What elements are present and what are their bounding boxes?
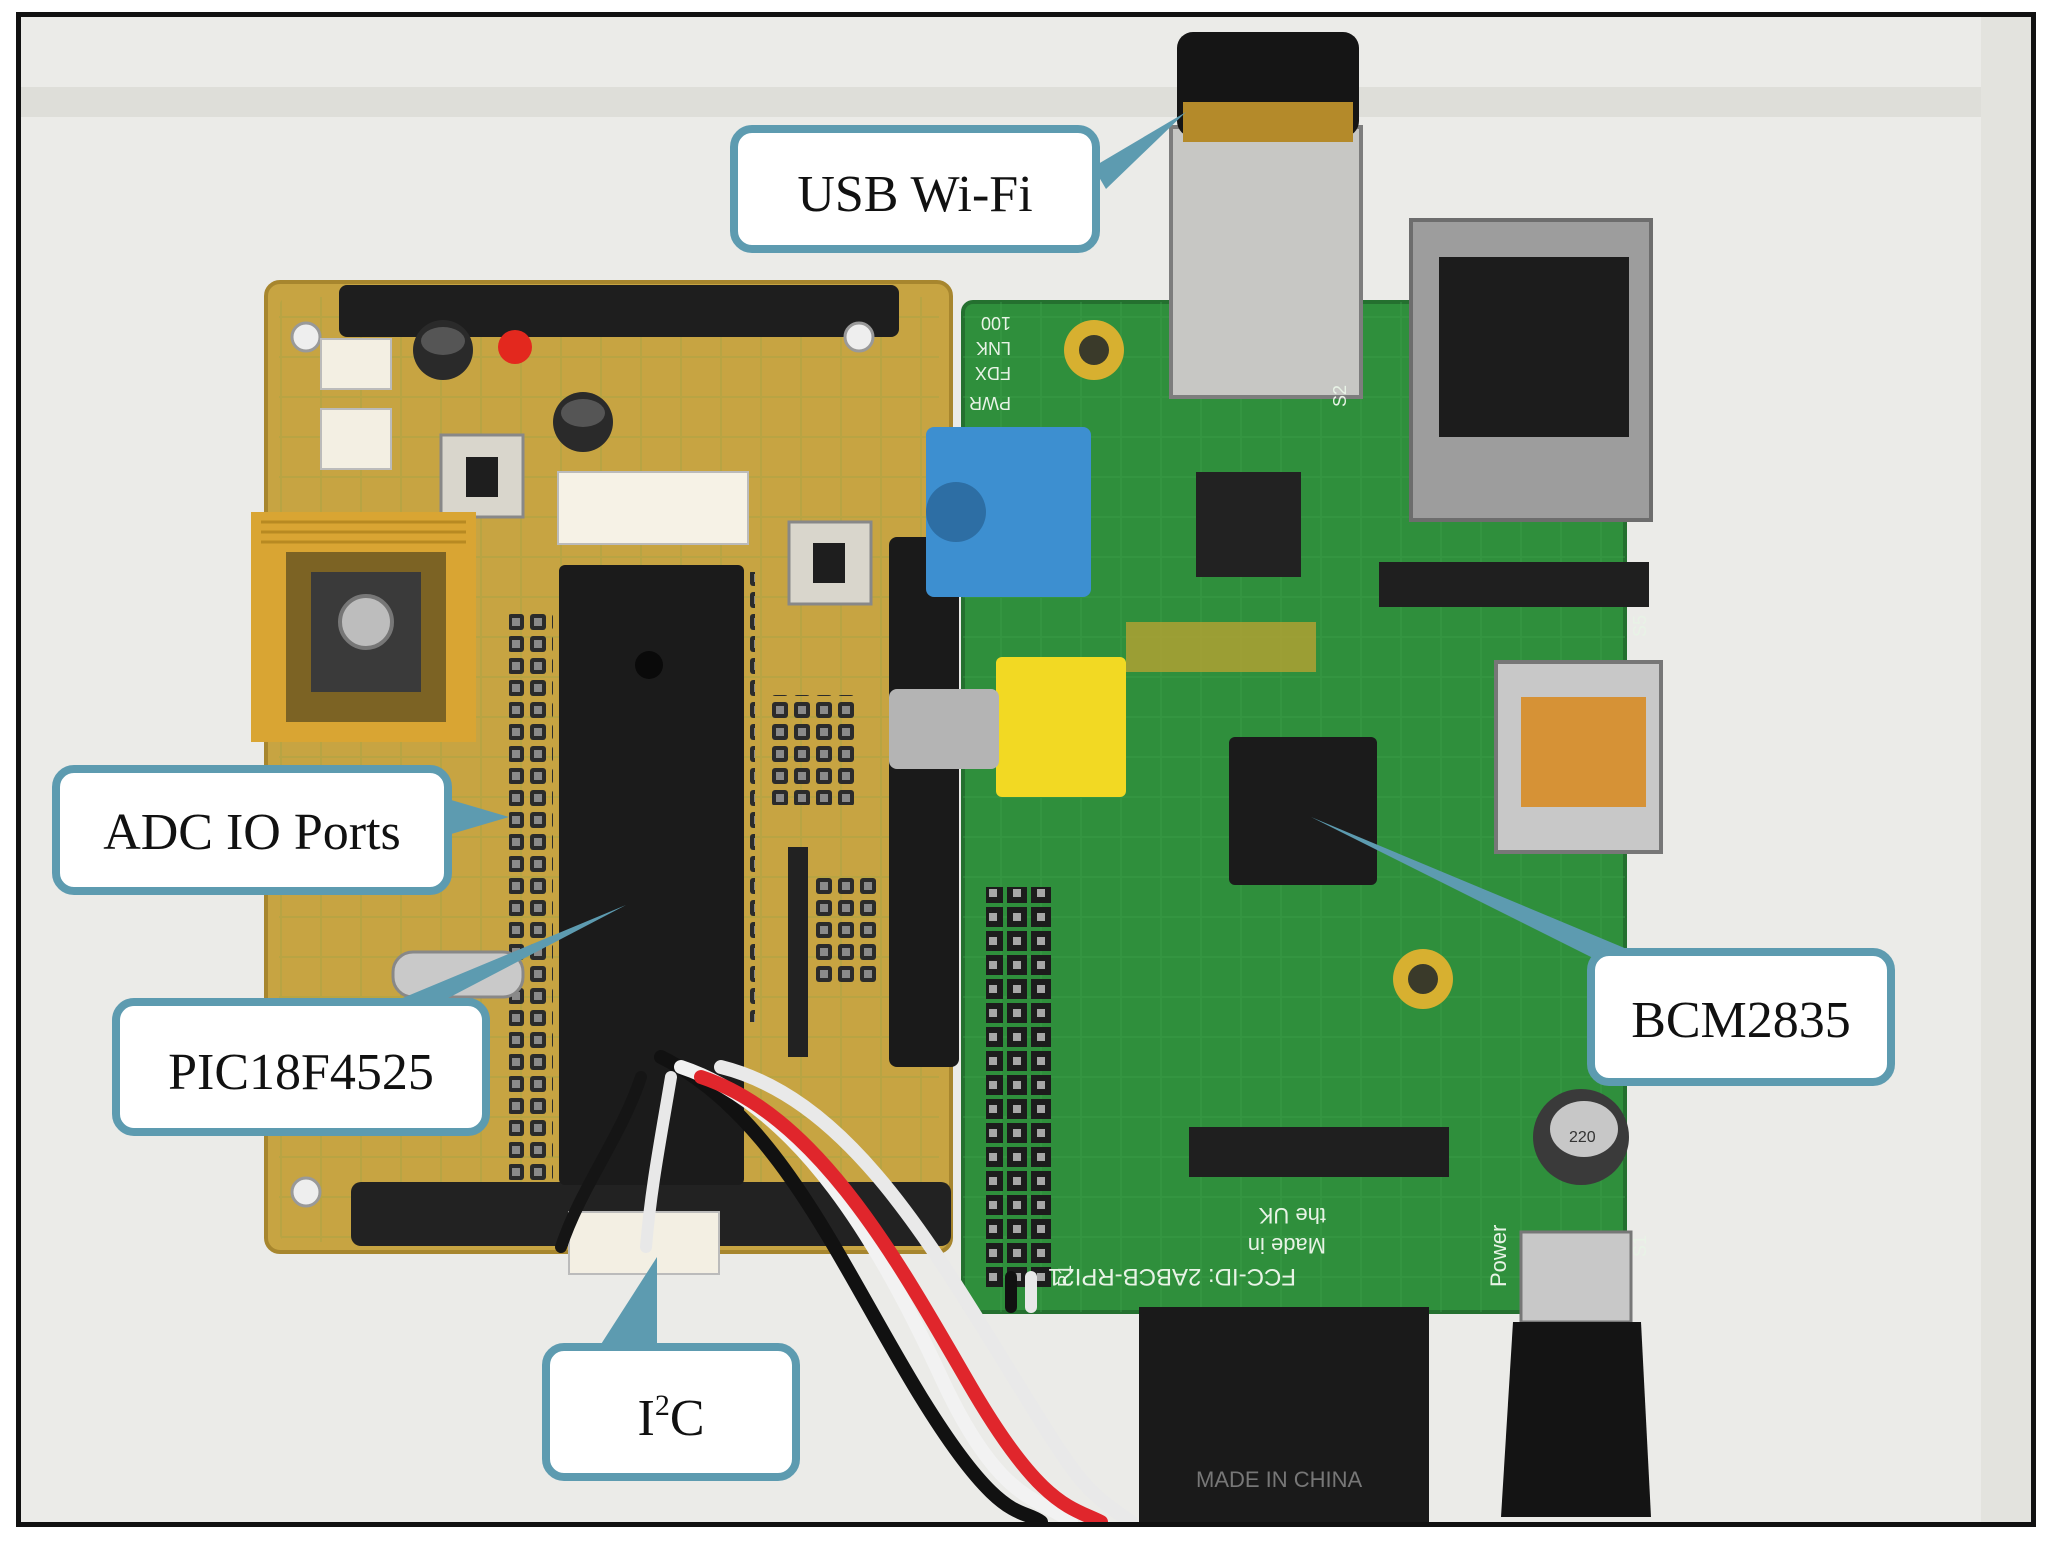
gpio-pads: [1126, 622, 1316, 672]
red-led: [498, 330, 532, 364]
i2c-wires: [555, 1050, 1138, 1522]
rca-jack: [996, 657, 1126, 797]
regulator-heatsink: [251, 512, 476, 742]
foam-strip-top: [339, 285, 899, 337]
push-button-cap: [466, 457, 498, 497]
sd-card: [1139, 1307, 1429, 1522]
led-pwr-marking: PWR: [969, 393, 1011, 413]
led-100-marking: 100: [981, 313, 1011, 333]
hdmi-port-slot: [1521, 697, 1646, 807]
display-connector: [1379, 562, 1649, 607]
pin-header-block: [771, 695, 859, 805]
foam-strip-right: [889, 537, 959, 1067]
callout-pic: PIC18F4525: [112, 905, 626, 1136]
callout-bcm2835: BCM2835: [1311, 817, 1895, 1086]
raspberry-pi-board: 220 MADE IN CHINA FCC-ID: 2ABCB-RPI21 Ma…: [889, 32, 1663, 1522]
label-i2c: I2C: [637, 1389, 704, 1447]
label-pic18f4525: PIC18F4525: [168, 1044, 434, 1101]
callout-adc-io-ports: ADC IO Ports: [52, 765, 509, 895]
tray-shadow: [21, 87, 2031, 117]
micro-usb-port: [1519, 1230, 1633, 1324]
mount-hole: [290, 1176, 322, 1208]
connector-white: [320, 338, 392, 390]
audio-jack: [926, 427, 1091, 597]
pi-mount-hole: [1079, 335, 1109, 365]
callout-usb-wifi: USB Wi-Fi: [730, 112, 1186, 253]
p1-marking: P1: [1055, 1265, 1075, 1287]
image-frame: 220 MADE IN CHINA FCC-ID: 2ABCB-RPI21 Ma…: [16, 12, 2036, 1527]
pin-header-single: [788, 847, 808, 1057]
mount-hole: [843, 321, 875, 353]
led-lnk-marking: LNK: [976, 338, 1011, 358]
mount-hole: [290, 321, 322, 353]
electrolytic-capacitor-top: [1550, 1101, 1618, 1157]
label-usb-wifi: USB Wi-Fi: [797, 166, 1032, 223]
usb-wifi-dongle-plug: [1183, 102, 1353, 142]
pin-header-block: [811, 877, 877, 987]
capacitor-top: [561, 399, 605, 427]
power-cable-plug: [1501, 1322, 1651, 1517]
s1-marking: S1: [1630, 1235, 1650, 1257]
usb-port: [1169, 125, 1363, 399]
capacitor-top: [421, 327, 465, 355]
board-photo: 220 MADE IN CHINA FCC-ID: 2ABCB-RPI21 Ma…: [21, 17, 2031, 1522]
ethernet-port-slot: [1439, 257, 1629, 437]
lan-chip: [1196, 472, 1301, 577]
power-marking: Power: [1486, 1225, 1511, 1287]
pic-chip: [559, 565, 744, 1185]
p1-gpio-header: [986, 887, 1054, 1287]
made-in-marking: Made in: [1248, 1233, 1326, 1258]
audio-jack-hole: [926, 482, 986, 542]
label-i2c-tail: C: [670, 1390, 705, 1447]
cap-label-220: 220: [1569, 1129, 1596, 1146]
pin-header-left: [509, 612, 553, 1182]
s5-marking: S5: [1630, 615, 1650, 637]
rca-jack-barrel: [889, 689, 999, 769]
pic-chip-notch: [635, 651, 663, 679]
the-uk-marking: the UK: [1258, 1203, 1326, 1228]
s2-marking: S2: [1330, 385, 1350, 407]
label-i2c-main: I: [637, 1390, 654, 1447]
label-bcm2835: BCM2835: [1631, 992, 1851, 1049]
connector-white: [557, 471, 749, 545]
push-button-cap: [813, 543, 845, 583]
label-adc-io-ports: ADC IO Ports: [103, 804, 401, 861]
label-i2c-superscript: 2: [655, 1389, 670, 1422]
tray-edge-right: [1981, 17, 2031, 1522]
bcm2835-chip: [1229, 737, 1377, 885]
connector-white: [320, 408, 392, 470]
sd-card-made-in-china: MADE IN CHINA: [1196, 1467, 1363, 1492]
led-fdx-marking: FDX: [975, 363, 1011, 383]
fcc-marking: FCC-ID: 2ABCB-RPI21: [1048, 1263, 1296, 1290]
camera-connector: [1189, 1127, 1449, 1177]
pi-mount-hole: [1408, 964, 1438, 994]
callout-i2c: I2C: [542, 1257, 800, 1481]
push-button: [439, 433, 525, 519]
